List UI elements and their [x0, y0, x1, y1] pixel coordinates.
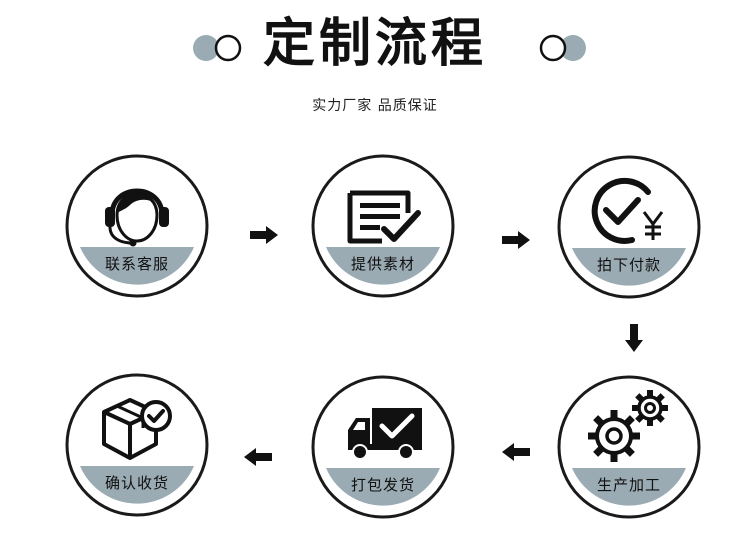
step-production: 生产加工 [556, 374, 702, 520]
page-subtitle: 实力厂家 品质保证 [312, 98, 438, 114]
step-place-order-pay: 拍下付款 [556, 154, 702, 300]
step-confirm-receipt: 确认收货 [64, 372, 210, 518]
step-provide-materials: 提供素材 [310, 153, 456, 299]
step-label: 提供素材 [350, 255, 415, 273]
arrow-down-icon [625, 324, 643, 352]
step-label: 联系客服 [104, 255, 169, 273]
step-label: 打包发货 [350, 476, 415, 494]
step-label: 生产加工 [596, 476, 661, 494]
gears-icon [588, 390, 668, 462]
decorative-dots-left-icon [193, 34, 242, 62]
header: 定制流程 实力厂家 品质保证 [0, 0, 750, 130]
step-pack-ship: 打包发货 [310, 374, 456, 520]
step-badge [557, 155, 701, 299]
decorative-dots-right-icon [539, 34, 586, 62]
arrow-right-icon [250, 226, 278, 244]
step-label: 拍下付款 [596, 256, 661, 274]
page-title: 定制流程 [262, 14, 487, 74]
arrow-left-icon [244, 448, 272, 466]
delivery-truck-icon [348, 408, 422, 460]
step-label: 确认收货 [104, 474, 169, 492]
payment-yuan-check-icon [591, 177, 664, 244]
document-check-icon [347, 190, 421, 244]
package-check-icon [102, 398, 172, 460]
step-badge [311, 154, 455, 298]
arrow-right-icon [502, 231, 530, 249]
arrow-left-icon [502, 443, 530, 461]
customer-service-headset-icon [105, 188, 169, 247]
step-contact-service: 联系客服 [64, 153, 210, 299]
